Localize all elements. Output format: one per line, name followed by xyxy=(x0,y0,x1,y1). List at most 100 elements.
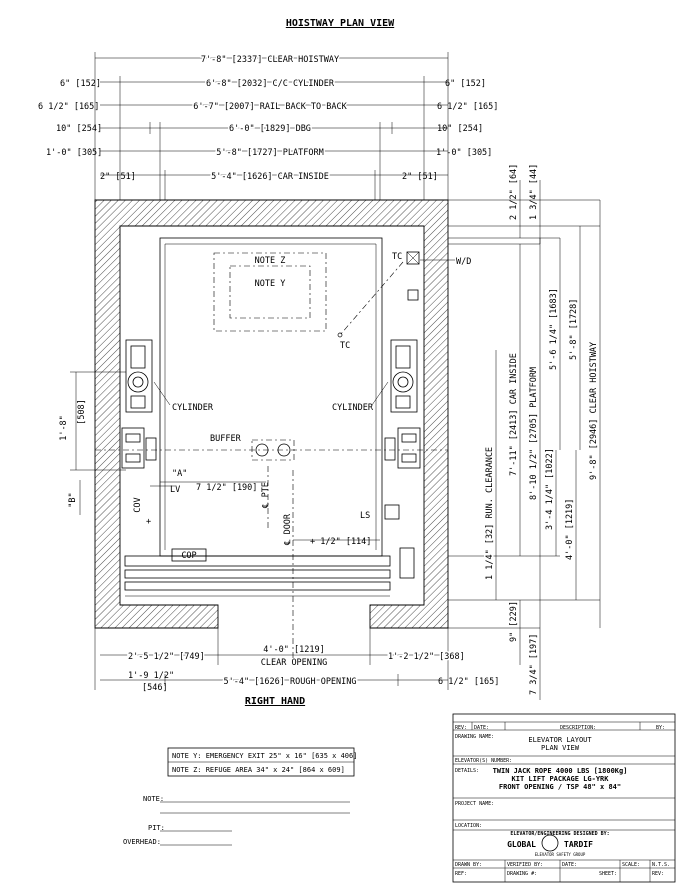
title-block: REV: DATE: DESCRIPTION: BY: DRAWING NAME… xyxy=(452,713,676,883)
note-y-label: NOTE Y xyxy=(255,279,286,289)
dim-l3: 10" [254] xyxy=(56,124,102,134)
tb-drawn-by: DRAWN BY: xyxy=(455,862,482,868)
dim-r-d2: 1 3/4" [44] xyxy=(529,164,539,220)
dim-bottom-left2a: 1'-9 1/2" xyxy=(128,671,174,681)
notes-box: NOTE Y: EMERGENCY EXIT 25" x 16" [635 x … xyxy=(167,747,357,777)
dim-1-8: 1'-8" xyxy=(59,415,69,441)
dim-r-platform: 8'-10 1/2" [2705] PLATFORM xyxy=(529,367,539,500)
dim-r-d12: 7 3/4" [197] xyxy=(529,634,539,695)
dim-r-car-inside: 7'-11" [2413] CAR INSIDE xyxy=(509,353,519,476)
tb-location: LOCATION: xyxy=(455,823,482,829)
company-logo-icon xyxy=(541,834,559,852)
dim-car-inside: 5'-4" [1626] CAR INSIDE xyxy=(211,172,329,182)
door-label: ℄ DOOR xyxy=(283,513,293,546)
dim-l5: 2" [51] xyxy=(100,172,136,182)
cylinder-right-label: CYLINDER xyxy=(332,403,374,413)
tb-sheet: SHEET: xyxy=(599,871,617,877)
tb-drawing-no: DRAWING #: xyxy=(507,871,537,877)
dim-r-d9: 3'-4 1/4" [1022] xyxy=(545,448,555,530)
tb-company-sub: ELEVATOR SAFETY GROUP xyxy=(535,852,586,857)
right-dimensions: 2 1/2" [64] 1 3/4" [44] 7'-11" [2413] CA… xyxy=(448,164,601,700)
dim-r-clear-hoistway: 9'-8" [2946] CLEAR HOISTWAY xyxy=(589,342,599,480)
traveling-cable: TC TC W/D xyxy=(337,251,471,351)
dim-r-d10: 4'-0" [1219] xyxy=(565,499,575,560)
guide-rails xyxy=(95,427,448,469)
dim-bottom-left2b: [546] xyxy=(142,683,168,693)
tb-description: DESCRIPTION: xyxy=(560,725,596,731)
pit-field-label: PIT: xyxy=(148,824,165,832)
left-dims: 1'-8" [508] "B" COV "A" LV 7 1/2" [190] … xyxy=(59,371,266,527)
right-hand-label: RIGHT HAND xyxy=(245,696,305,707)
limit-switch: LS xyxy=(360,504,415,579)
buffer: BUFFER xyxy=(210,434,295,461)
label-b: "B" xyxy=(68,492,78,507)
dim-r4: 1'-0" [305] xyxy=(436,148,492,158)
elevator-car xyxy=(124,237,391,597)
dim-r-d11: 9" [229] xyxy=(509,601,519,642)
note-z-text: NOTE Z: REFUGE AREA 34" x 24" [864 x 609… xyxy=(172,766,345,774)
tb-drawing-name-1: ELEVATOR LAYOUT xyxy=(528,736,592,744)
tb-company-left: GLOBAL xyxy=(507,840,536,849)
tb-drawing-name-lbl: DRAWING NAME: xyxy=(455,734,494,740)
tb-rev: REV: xyxy=(455,725,467,731)
dim-7-1-2: 7 1/2" [190] xyxy=(196,483,257,493)
dim-r-d5: 5'-6 1/4" [1683] xyxy=(549,288,559,370)
tb-details-2: KIT LIFT PACKAGE LG-YRK xyxy=(512,775,610,783)
label-a: "A" xyxy=(172,469,187,479)
dim-r5: 2" [51] xyxy=(402,172,438,182)
dim-clear-opening-label: CLEAR OPENING xyxy=(261,658,328,668)
ls-label: LS xyxy=(360,511,370,521)
plus-mark: + xyxy=(146,517,151,527)
dim-rail-back: 6'-7" [2007] RAIL BACK TO BACK xyxy=(193,102,347,112)
form-fields: NOTE: PIT: OVERHEAD: xyxy=(123,795,350,846)
tc-label: TC xyxy=(392,252,402,262)
tb-drawing-name-2: PLAN VIEW xyxy=(541,744,580,752)
tb-elevator-no: ELEVATOR(S) NUMBER: xyxy=(455,758,512,764)
dim-clear-opening-value: 4'-0" [1219] xyxy=(263,645,324,655)
left-cylinder: CYLINDER xyxy=(125,339,214,413)
buffer-label: BUFFER xyxy=(210,434,242,444)
dim-dbg: 6'-0" [1829] DBG xyxy=(229,124,311,134)
tb-details-1: TWIN JACK ROPE 4000 LBS [1800Kg] xyxy=(493,767,628,775)
tb-scale: SCALE: xyxy=(622,862,640,868)
overhead-field-label: OVERHEAD: xyxy=(123,838,161,846)
car-operating-panel: COP xyxy=(171,548,207,562)
tb-details-lbl: DETAILS: xyxy=(455,768,479,774)
dim-l2: 6 1/2" [165] xyxy=(38,102,99,112)
dim-l4: 1'-0" [305] xyxy=(46,148,102,158)
cop-label: COP xyxy=(181,551,196,561)
tb-date: DATE: xyxy=(474,725,489,731)
dim-rough-opening: 5'-4" [1626] ROUGH OPENING xyxy=(223,677,356,687)
tb-designed-by: ELEVATOR/ENGINEERING DESIGNED BY: xyxy=(510,831,609,837)
dim-half: + 1/2" [114] xyxy=(310,537,371,547)
drawing-title: HOISTWAY PLAN VIEW xyxy=(286,18,395,29)
center-lines: ℄ PTE ℄ DOOR + 1/2" [114] xyxy=(261,466,380,660)
dim-clear-hoistway: 7'-8" [2337] CLEAR HOISTWAY xyxy=(201,55,339,65)
wd-label: W/D xyxy=(456,257,471,267)
dim-r-d1: 2 1/2" [64] xyxy=(509,164,519,220)
dim-r3: 10" [254] xyxy=(437,124,483,134)
dim-508: [508] xyxy=(77,399,87,425)
dim-r1: 6" [152] xyxy=(445,79,486,89)
tb-project-name: PROJECT NAME: xyxy=(455,801,494,807)
tb-company-right: TARDIF xyxy=(564,840,593,849)
bottom-dimensions: 4'-0" [1219] CLEAR OPENING 2'-5 1/2" [74… xyxy=(94,628,499,693)
dim-bottom-right2: 6 1/2" [165] xyxy=(438,677,499,687)
tb-ref: REF: xyxy=(455,871,467,877)
dim-platform: 5'-8" [1727] PLATFORM xyxy=(216,148,323,158)
note-field-label: NOTE: xyxy=(143,795,164,803)
tb-date2: DATE: xyxy=(562,862,577,868)
lv-label: LV xyxy=(170,485,180,495)
dim-r-d6: 5'-8" [1728] xyxy=(569,299,579,360)
tb-verified-by: VERIFIED BY: xyxy=(507,862,543,868)
dim-bottom-right: 1'-2 1/2" [368] xyxy=(388,652,465,662)
pte-label: ℄ PTE xyxy=(261,482,271,509)
dim-r-run-clearance: 1 1/4" [32] RUN. CLEARANCE xyxy=(485,447,495,580)
tb-rev2: REV: xyxy=(652,871,664,877)
note-y-text: NOTE Y: EMERGENCY EXIT 25" x 16" [635 x … xyxy=(172,752,357,760)
right-cylinder: CYLINDER xyxy=(332,339,418,413)
tb-by: BY: xyxy=(656,725,665,731)
top-dimensions: 7'-8" [2337] CLEAR HOISTWAY 6'-8" [2032]… xyxy=(38,52,498,200)
refuge-area: NOTE Z NOTE Y xyxy=(213,252,327,332)
